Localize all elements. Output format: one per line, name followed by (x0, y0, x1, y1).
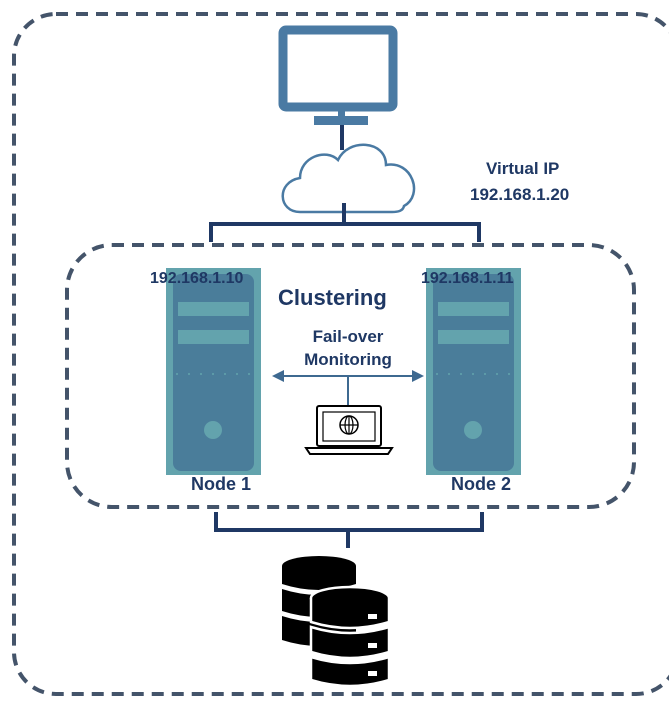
cluster-boundary (65, 243, 636, 509)
virtual-ip-label: Virtual IP (486, 159, 560, 178)
server-icon (426, 268, 521, 475)
node1-name: Node 1 (190, 474, 251, 494)
database-icon (282, 556, 391, 688)
monitor-icon (278, 25, 398, 125)
failover-label-line2: Monitoring (304, 350, 392, 369)
failover-label: Fail-over Monitoring (300, 325, 396, 371)
cluster-label: Clustering (278, 285, 387, 310)
node2-name: Node 2 (450, 474, 511, 494)
failover-label-line1: Fail-over (312, 327, 384, 346)
server-icon (166, 268, 261, 475)
virtual-ip-address: 192.168.1.20 (470, 185, 570, 204)
cloud-bracket (209, 203, 481, 242)
node2-ip: 192.168.1.11 (421, 270, 514, 287)
failover-arrow (272, 370, 424, 406)
outer-boundary (12, 12, 669, 696)
laptop-globe-icon (304, 405, 394, 455)
node1-ip: 192.168.1.10 (150, 270, 244, 287)
database-bracket (214, 512, 484, 548)
cloud-icon (281, 143, 416, 214)
